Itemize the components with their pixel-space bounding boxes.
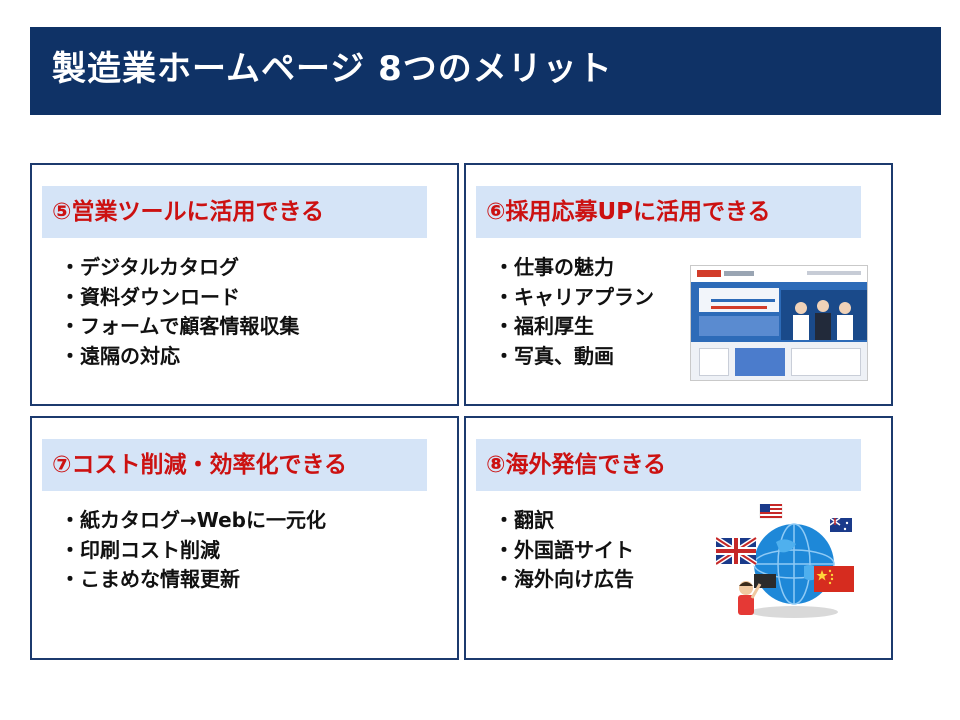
bullet-item: ・デジタルカタログ — [60, 255, 239, 279]
bullet-list: ・仕事の魅力 ・キャリアプラン ・福利厚生 ・写真、動画 — [494, 253, 654, 371]
site-block — [735, 348, 785, 376]
bullet-item: ・仕事の魅力 — [494, 255, 614, 279]
card-header: ⑧海外発信できる — [476, 439, 861, 491]
site-logo-text — [724, 271, 754, 276]
card-overseas: ⑧海外発信できる ・翻訳 ・外国語サイト ・海外向け広告 — [464, 416, 893, 660]
bullet-item: ・海外向け広告 — [494, 567, 634, 591]
china-flag-icon — [814, 566, 854, 592]
bullet-item: ・福利厚生 — [494, 314, 594, 338]
site-nav — [807, 271, 861, 275]
bullet-item: ・翻訳 — [494, 508, 554, 532]
bullet-item: ・こまめな情報更新 — [60, 567, 240, 591]
bullet-item: ・フォームで顧客情報収集 — [60, 314, 300, 338]
card-cost-reduction: ⑦コスト削減・効率化できる ・紙カタログ→Webに一元化 ・印刷コスト削減 ・こ… — [30, 416, 459, 660]
site-block — [791, 348, 861, 376]
site-logo-icon — [697, 270, 721, 277]
bullet-list: ・紙カタログ→Webに一元化 ・印刷コスト削減 ・こまめな情報更新 — [60, 506, 326, 595]
people-icon — [781, 290, 867, 340]
bullet-item: ・資料ダウンロード — [60, 284, 240, 309]
city-photo — [699, 316, 779, 336]
recruitment-website-screenshot — [690, 265, 868, 381]
bullet-item: ・紙カタログ→Webに一元化 — [60, 508, 326, 532]
globe-flags-illustration — [714, 503, 856, 624]
person-presenter-icon — [738, 574, 776, 615]
hero-line — [711, 306, 767, 309]
card-title: ⑧海外発信できる — [486, 452, 667, 478]
card-header: ⑤営業ツールに活用できる — [42, 186, 427, 238]
australia-flag-icon — [829, 517, 852, 532]
card-title: ⑤営業ツールに活用できる — [52, 199, 325, 225]
uk-flag-icon — [714, 535, 758, 567]
bullet-item: ・写真、動画 — [494, 343, 614, 368]
bullet-item: ・外国語サイト — [494, 537, 634, 562]
globe-icon — [714, 503, 854, 618]
card-header: ⑦コスト削減・効率化できる — [42, 439, 427, 491]
bullet-list: ・翻訳 ・外国語サイト ・海外向け広告 — [494, 506, 634, 595]
hero-line — [711, 299, 775, 302]
card-header: ⑥採用応募UPに活用できる — [476, 186, 861, 238]
site-hero-caption — [699, 288, 779, 312]
card-recruitment: ⑥採用応募UPに活用できる ・仕事の魅力 ・キャリアプラン ・福利厚生 ・写真、… — [464, 163, 893, 406]
bullet-item: ・キャリアプラン — [494, 284, 654, 309]
card-title: ⑥採用応募UPに活用できる — [486, 199, 771, 225]
page-title: 製造業ホームページ 8つのメリット — [52, 49, 613, 89]
bullet-item: ・遠隔の対応 — [60, 343, 180, 368]
site-hero — [691, 282, 867, 342]
site-header — [691, 266, 867, 282]
site-body — [691, 342, 867, 380]
people-photo — [781, 290, 867, 340]
site-block — [699, 348, 729, 376]
usa-flag-icon — [759, 503, 783, 519]
bullet-item: ・印刷コスト削減 — [60, 537, 220, 562]
card-title: ⑦コスト削減・効率化できる — [52, 452, 348, 478]
title-bar: 製造業ホームページ 8つのメリット — [30, 27, 941, 115]
bullet-list: ・デジタルカタログ ・資料ダウンロード ・フォームで顧客情報収集 ・遠隔の対応 — [60, 253, 299, 371]
card-sales-tool: ⑤営業ツールに活用できる ・デジタルカタログ ・資料ダウンロード ・フォームで顧… — [30, 163, 459, 406]
